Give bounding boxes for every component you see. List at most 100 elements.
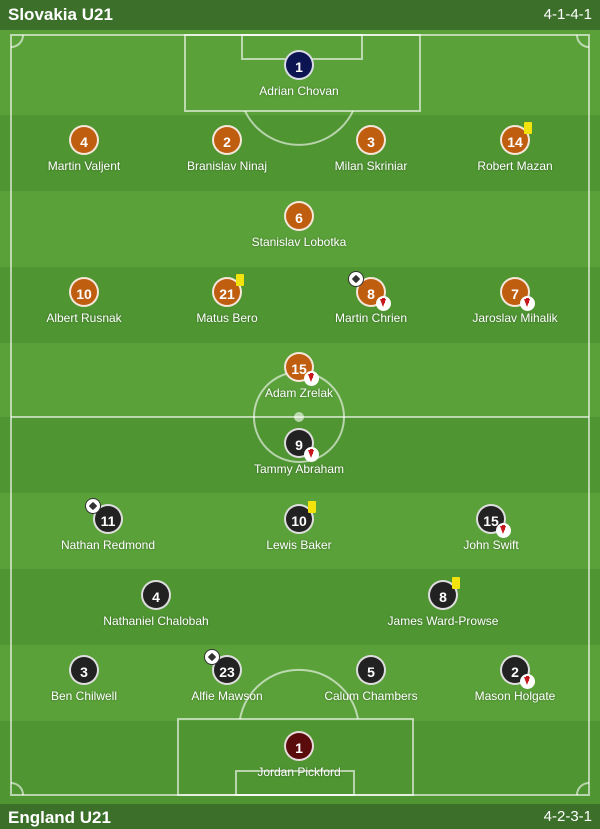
player-name: John Swift — [463, 538, 519, 552]
jersey-number-badge: 9 — [284, 428, 319, 462]
player-name: Martin Valjent — [47, 159, 121, 173]
player-name: Stanislav Lobotka — [251, 235, 347, 249]
jersey-number: 6 — [295, 210, 303, 226]
jersey-number-badge: 4 — [141, 580, 171, 610]
away-formation: 4-2-3-1 — [543, 808, 592, 825]
jersey-number: 14 — [507, 134, 523, 150]
goal-ball-icon — [85, 498, 101, 514]
jersey-number: 4 — [80, 134, 88, 150]
player-name: Martin Chrien — [334, 311, 408, 325]
player-name: Calum Chambers — [324, 689, 418, 703]
yellow-card-icon — [308, 501, 316, 513]
jersey-number: 2 — [511, 664, 519, 680]
substitution-off-icon — [304, 371, 319, 386]
player-name: Lewis Baker — [266, 538, 332, 552]
home-team-header: Slovakia U21 4-1-4-1 — [0, 0, 600, 30]
player-name: Nathaniel Chalobah — [103, 614, 209, 628]
player-name: Branislav Ninaj — [186, 159, 268, 173]
goal-ball-icon — [348, 271, 364, 287]
jersey-number-badge: 3 — [356, 125, 386, 155]
jersey-number: 23 — [219, 664, 235, 680]
away-team-header: England U21 4-2-3-1 — [0, 804, 600, 829]
jersey-number-badge: 1 — [284, 731, 314, 761]
jersey-number: 10 — [291, 513, 307, 529]
jersey-number-badge: 10 — [284, 501, 316, 534]
player-name: James Ward-Prowse — [387, 614, 499, 628]
home-team-name: Slovakia U21 — [8, 5, 113, 24]
substitution-off-icon — [304, 447, 319, 462]
player-name: Alfie Mawson — [191, 689, 263, 703]
jersey-number-badge: 3 — [69, 655, 99, 685]
jersey-number-badge: 11 — [85, 498, 123, 534]
substitution-off-icon — [520, 674, 535, 689]
jersey-number: 1 — [295, 59, 303, 75]
jersey-number-badge: 1 — [284, 50, 314, 80]
jersey-number-badge: 2 — [212, 125, 242, 155]
jersey-number: 3 — [367, 134, 375, 150]
player-name: Ben Chilwell — [50, 689, 118, 703]
player-name: Adrian Chovan — [259, 84, 339, 98]
jersey-number-badge: 14 — [500, 122, 532, 155]
jersey-number: 1 — [295, 740, 303, 756]
jersey-number: 4 — [152, 589, 160, 605]
jersey-number-badge: 23 — [204, 649, 242, 685]
jersey-number-badge: 10 — [69, 277, 99, 307]
jersey-number-badge: 5 — [356, 655, 386, 685]
jersey-number: 15 — [483, 513, 499, 529]
jersey-number: 9 — [295, 437, 303, 453]
jersey-number-badge: 7 — [500, 277, 535, 311]
jersey-number: 10 — [76, 286, 92, 302]
home-formation: 4-1-4-1 — [543, 6, 592, 23]
yellow-card-icon — [236, 274, 244, 286]
jersey-number-badge: 8 — [428, 577, 460, 610]
player-name: Jordan Pickford — [257, 765, 341, 779]
jersey-number: 5 — [367, 664, 375, 680]
substitution-off-icon — [496, 523, 511, 538]
jersey-number: 2 — [223, 134, 231, 150]
player-name: Mason Holgate — [474, 689, 556, 703]
jersey-number: 8 — [439, 589, 447, 605]
jersey-number-badge: 8 — [348, 271, 391, 311]
jersey-number-badge: 2 — [500, 655, 535, 689]
player-name: Milan Skriniar — [334, 159, 408, 173]
yellow-card-icon — [452, 577, 460, 589]
away-team-name: England U21 — [8, 808, 111, 827]
jersey-number-badge: 15 — [284, 352, 319, 386]
jersey-number: 21 — [219, 286, 235, 302]
jersey-number-badge: 21 — [212, 274, 244, 307]
substitution-off-icon — [520, 296, 535, 311]
jersey-number: 8 — [367, 286, 375, 302]
yellow-card-icon — [524, 122, 532, 134]
jersey-number-badge: 15 — [476, 504, 511, 538]
jersey-number-badge: 4 — [69, 125, 99, 155]
jersey-number: 15 — [291, 361, 307, 377]
player-name: Albert Rusnak — [46, 311, 122, 325]
player-name: Nathan Redmond — [60, 538, 156, 552]
jersey-number-badge: 6 — [284, 201, 314, 231]
jersey-number: 7 — [511, 286, 519, 302]
jersey-number: 3 — [80, 664, 88, 680]
substitution-off-icon — [376, 296, 391, 311]
